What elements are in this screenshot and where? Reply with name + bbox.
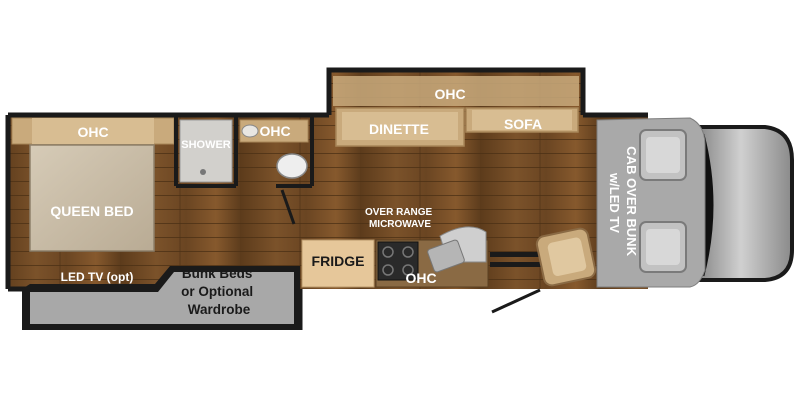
dinette: DINETTE	[335, 107, 465, 147]
led-tv-label: LED TV (opt)	[61, 270, 134, 284]
bath-door	[280, 189, 296, 225]
shower-label: SHOWER	[181, 139, 231, 151]
kitchen-counter: OHC	[375, 226, 489, 288]
shower: SHOWER	[179, 119, 233, 183]
microwave-label: OVER RANGE MICROWAVE	[365, 207, 435, 230]
sofa: SOFA	[465, 107, 579, 133]
bath-ohc: OHC	[239, 119, 309, 143]
bedroom-ohc: OHC	[11, 117, 175, 145]
passenger-seat	[639, 129, 687, 181]
slide-ohc: OHC	[333, 76, 579, 106]
entry-steps	[490, 252, 542, 267]
cab-over-bunk-label: CAB OVER BUNK w/LED TV	[607, 146, 639, 259]
bath-ohc-label: OHC	[259, 123, 290, 139]
queen-bed: QUEEN BED	[29, 144, 155, 252]
vehicle-cab-front	[688, 125, 794, 282]
bunk-beds-label: Bunk Beds or Optional Wardrobe	[181, 266, 257, 317]
fridge: FRIDGE	[301, 239, 375, 288]
sofa-label: SOFA	[504, 116, 542, 132]
fridge-label: FRIDGE	[312, 253, 365, 269]
entry-door	[491, 288, 541, 314]
kitchen-ohc-label: OHC	[405, 270, 436, 286]
queen-bed-label: QUEEN BED	[50, 203, 133, 219]
driver-seat	[639, 221, 687, 273]
bunk-beds-wardrobe: Bunk Beds or Optional Wardrobe	[22, 266, 300, 330]
bathroom	[174, 116, 314, 188]
bedroom-ohc-label: OHC	[77, 124, 108, 140]
dinette-label: DINETTE	[369, 121, 429, 137]
slide-ohc-label: OHC	[434, 86, 465, 102]
toilet	[276, 153, 308, 179]
lounge-chair	[535, 227, 597, 287]
